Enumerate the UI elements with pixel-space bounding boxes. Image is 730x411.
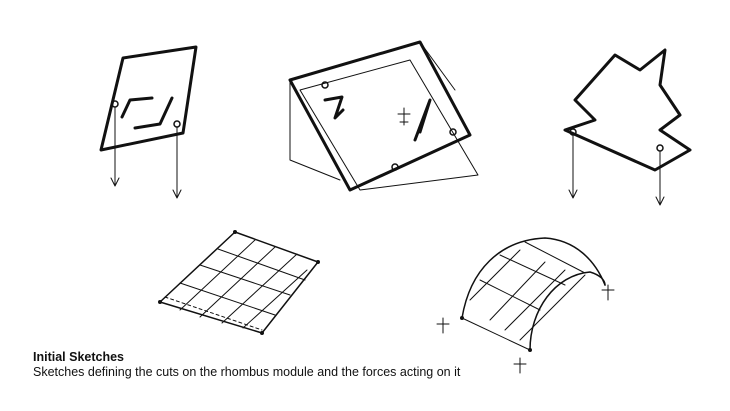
- figure-caption: Initial Sketches Sketches defining the c…: [33, 350, 460, 380]
- sketch-grid-flat: [158, 230, 320, 335]
- sketch-rhombus-hanging: [99, 45, 198, 199]
- sketch-rhombus-folded: [563, 48, 692, 206]
- caption-subtitle: Sketches defining the cuts on the rhombu…: [33, 365, 461, 379]
- caption-title: Initial Sketches: [33, 350, 125, 364]
- sketch-grid-dome: [436, 237, 615, 374]
- sketch-rhombus-layered: [288, 40, 479, 192]
